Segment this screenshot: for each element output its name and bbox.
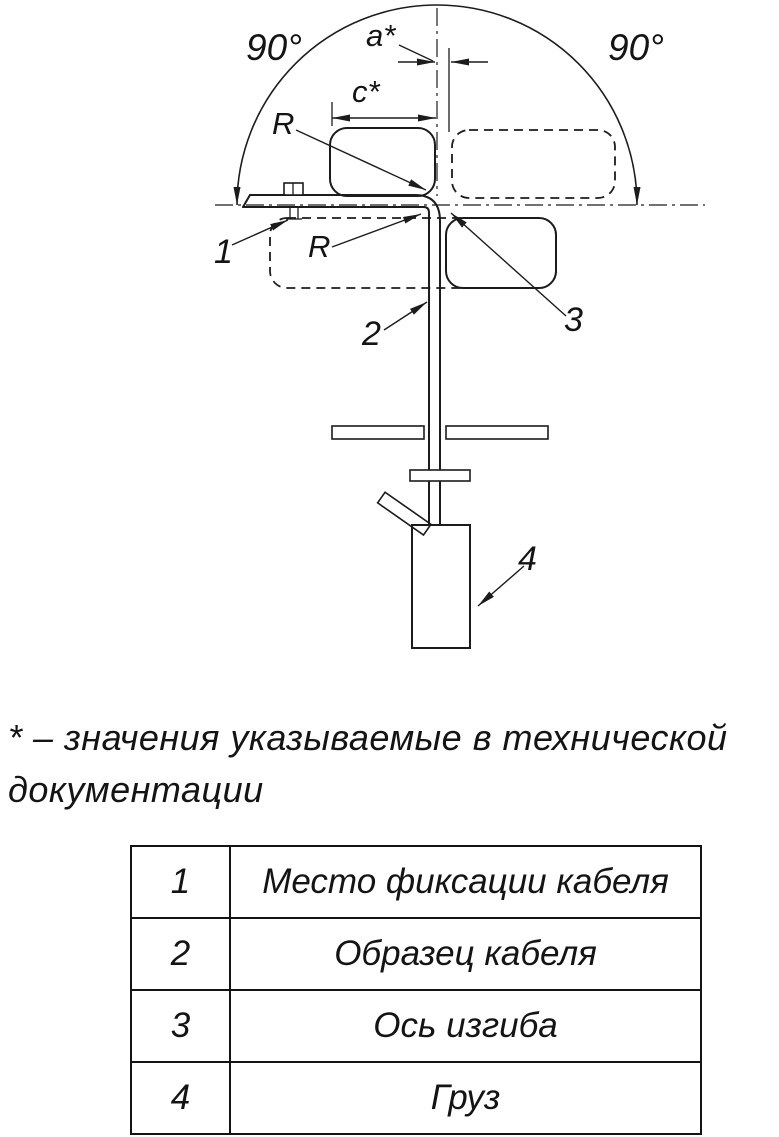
callout-2-label: 2 <box>361 315 381 353</box>
angle-right-label: 90° <box>608 27 664 68</box>
legend-row-num: 2 <box>130 917 231 991</box>
legend-table: 1 Место фиксации кабеля 2 Образец кабеля… <box>130 845 702 1135</box>
platform <box>331 425 549 440</box>
callout-3-label: 3 <box>564 301 583 339</box>
footnote: * – значения указываемые в технической д… <box>8 712 778 816</box>
dim-a-label: a* <box>366 18 396 53</box>
weight <box>411 524 471 649</box>
legend-row-num: 1 <box>130 845 231 919</box>
centerlines <box>215 8 705 206</box>
callout-leaders <box>231 212 567 607</box>
clamp-pads <box>329 127 557 289</box>
legend-row: 2 Образец кабеля <box>130 917 702 991</box>
legend-row: 3 Ось изгиба <box>130 989 702 1063</box>
angle-left-label: 90° <box>246 27 302 68</box>
legend-row-label: Ось изгиба <box>229 989 702 1063</box>
callout-4-label: 4 <box>518 540 537 578</box>
legend-row-label: Образец кабеля <box>229 917 702 991</box>
legend-row: 1 Место фиксации кабеля <box>130 845 702 919</box>
swing-arc <box>233 4 641 206</box>
radius-top-label: R <box>272 106 294 141</box>
cable-sample <box>242 194 441 526</box>
latch-plate <box>376 491 433 537</box>
legend-row-label: Место фиксации кабеля <box>229 845 702 919</box>
bend-test-diagram: 90° 90° a* c* R R 1 2 3 4 <box>214 4 705 649</box>
dimension-c <box>331 102 436 126</box>
legend-row: 4 Груз <box>130 1061 702 1135</box>
legend-row-num: 3 <box>130 989 231 1063</box>
cable-collar <box>409 469 471 482</box>
legend-row-num: 4 <box>130 1061 231 1135</box>
radius-leaders <box>295 129 427 248</box>
legend-row-label: Груз <box>229 1061 702 1135</box>
clamp-bolt <box>283 182 304 220</box>
footnote-line-2: документации <box>8 769 264 810</box>
dim-c-label: c* <box>352 74 381 109</box>
dimension-a <box>398 44 488 132</box>
footnote-line-1: * – значения указываемые в технической <box>8 717 728 758</box>
callout-1-label: 1 <box>214 233 233 271</box>
radius-bottom-label: R <box>308 229 330 264</box>
swung-cable-positions <box>269 129 616 289</box>
